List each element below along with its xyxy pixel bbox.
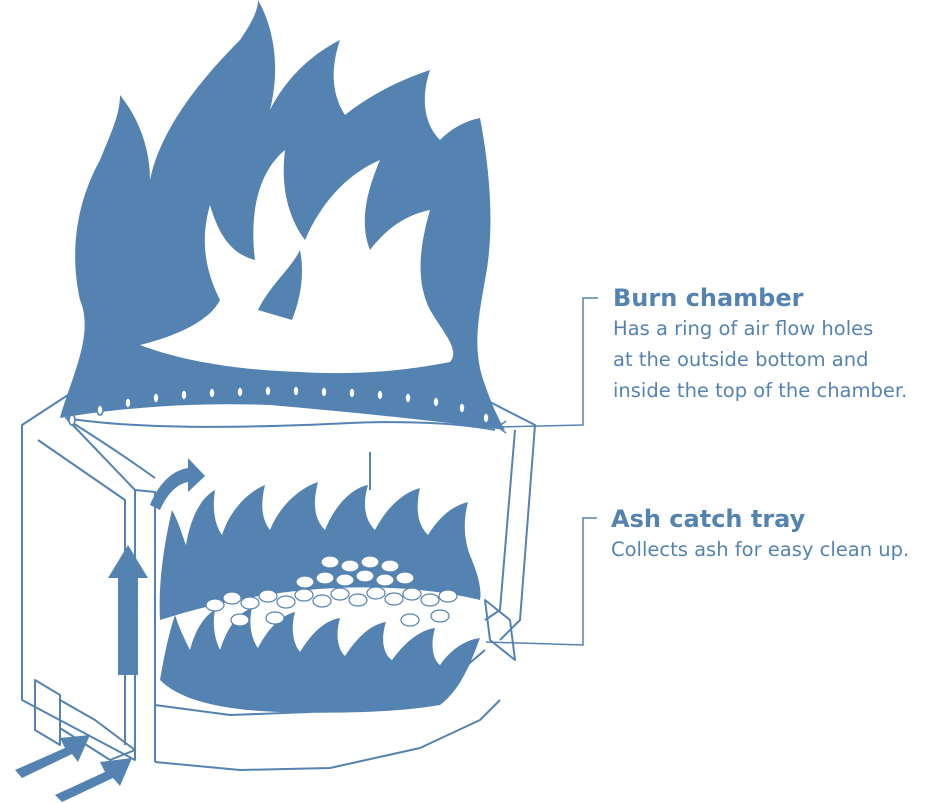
top-curve-arrow bbox=[150, 458, 205, 510]
air-hole bbox=[236, 386, 244, 398]
air-hole bbox=[320, 386, 328, 398]
airflow-arrows bbox=[15, 458, 205, 802]
side-updraft-arrow bbox=[108, 545, 148, 675]
pellet bbox=[312, 594, 332, 608]
pellet bbox=[205, 598, 225, 612]
pellet bbox=[375, 573, 395, 587]
right-foot bbox=[484, 599, 516, 661]
burn-chamber-desc-line-2: at the outside bottom and bbox=[613, 348, 869, 371]
left-foot bbox=[34, 679, 61, 746]
pellet bbox=[240, 596, 260, 610]
burn-chamber-callout: Burn chamber Has a ring of air flow hole… bbox=[613, 283, 907, 406]
pellet bbox=[335, 573, 355, 587]
air-hole bbox=[152, 392, 160, 404]
pellet bbox=[295, 575, 315, 589]
air-hole bbox=[432, 396, 440, 408]
large-flame bbox=[60, 0, 505, 430]
pellet bbox=[400, 613, 420, 627]
pellet bbox=[366, 586, 386, 600]
pellets bbox=[205, 555, 458, 627]
pellet bbox=[430, 609, 450, 623]
pellet bbox=[360, 555, 380, 569]
air-hole bbox=[96, 404, 104, 416]
chamber-flames bbox=[159, 482, 481, 713]
pellet bbox=[315, 571, 335, 585]
burn-chamber-leader-arrowhead bbox=[496, 420, 507, 434]
air-hole bbox=[208, 387, 216, 399]
left-panel-edge bbox=[134, 489, 156, 762]
pellet bbox=[355, 569, 375, 583]
pellet bbox=[265, 611, 285, 625]
air-hole bbox=[180, 389, 188, 401]
burn-chamber-title: Burn chamber bbox=[613, 284, 804, 312]
outer-shell-right bbox=[489, 401, 536, 641]
pellet bbox=[222, 591, 242, 605]
air-hole bbox=[458, 402, 466, 414]
pellet bbox=[258, 589, 278, 603]
pellet bbox=[320, 555, 340, 569]
pellet bbox=[420, 593, 440, 607]
pellet bbox=[384, 592, 404, 606]
left-panel-face bbox=[37, 439, 126, 745]
right-panel-edge bbox=[484, 429, 516, 621]
air-hole bbox=[404, 392, 412, 404]
callout-leaders bbox=[485, 297, 598, 646]
inner-back-wall bbox=[67, 419, 156, 479]
bottom-vent-flap bbox=[59, 699, 136, 761]
pellet bbox=[380, 559, 400, 573]
chamber-flame-front bbox=[160, 608, 480, 713]
ash-tray-leader bbox=[485, 517, 597, 646]
air-hole bbox=[68, 414, 76, 426]
bottom-airflow-arrow-1 bbox=[15, 735, 90, 778]
ash-catch-tray-desc-line-1: Collects ash for easy clean up. bbox=[611, 538, 910, 561]
pellet bbox=[395, 571, 415, 585]
inner-top-rim bbox=[64, 417, 496, 431]
burn-chamber-leader bbox=[497, 297, 598, 428]
pellet bbox=[276, 595, 296, 609]
ash-catch-tray-title: Ash catch tray bbox=[611, 505, 806, 533]
burn-chamber-desc-line-1: Has a ring of air flow holes bbox=[613, 317, 874, 340]
pellet bbox=[348, 593, 368, 607]
ash-catch-tray-callout: Ash catch tray Collects ash for easy cle… bbox=[611, 504, 909, 565]
pellet bbox=[340, 559, 360, 573]
air-hole bbox=[348, 387, 356, 399]
pellet bbox=[402, 587, 422, 601]
pellet bbox=[438, 589, 458, 603]
air-flow-holes bbox=[68, 385, 490, 426]
chamber-flame-back bbox=[159, 482, 481, 620]
pellet bbox=[230, 613, 250, 627]
inner-flame-lick bbox=[258, 250, 303, 320]
burn-chamber-desc-line-3: inside the top of the chamber. bbox=[613, 379, 908, 402]
air-hole bbox=[482, 412, 490, 424]
pellet bbox=[294, 588, 314, 602]
air-hole bbox=[124, 397, 132, 409]
pellet bbox=[330, 587, 350, 601]
air-hole bbox=[376, 389, 384, 401]
bottom-rim bbox=[154, 699, 501, 771]
air-hole bbox=[264, 385, 272, 397]
bottom-airflow-arrow-2 bbox=[55, 758, 132, 802]
air-hole bbox=[292, 385, 300, 397]
